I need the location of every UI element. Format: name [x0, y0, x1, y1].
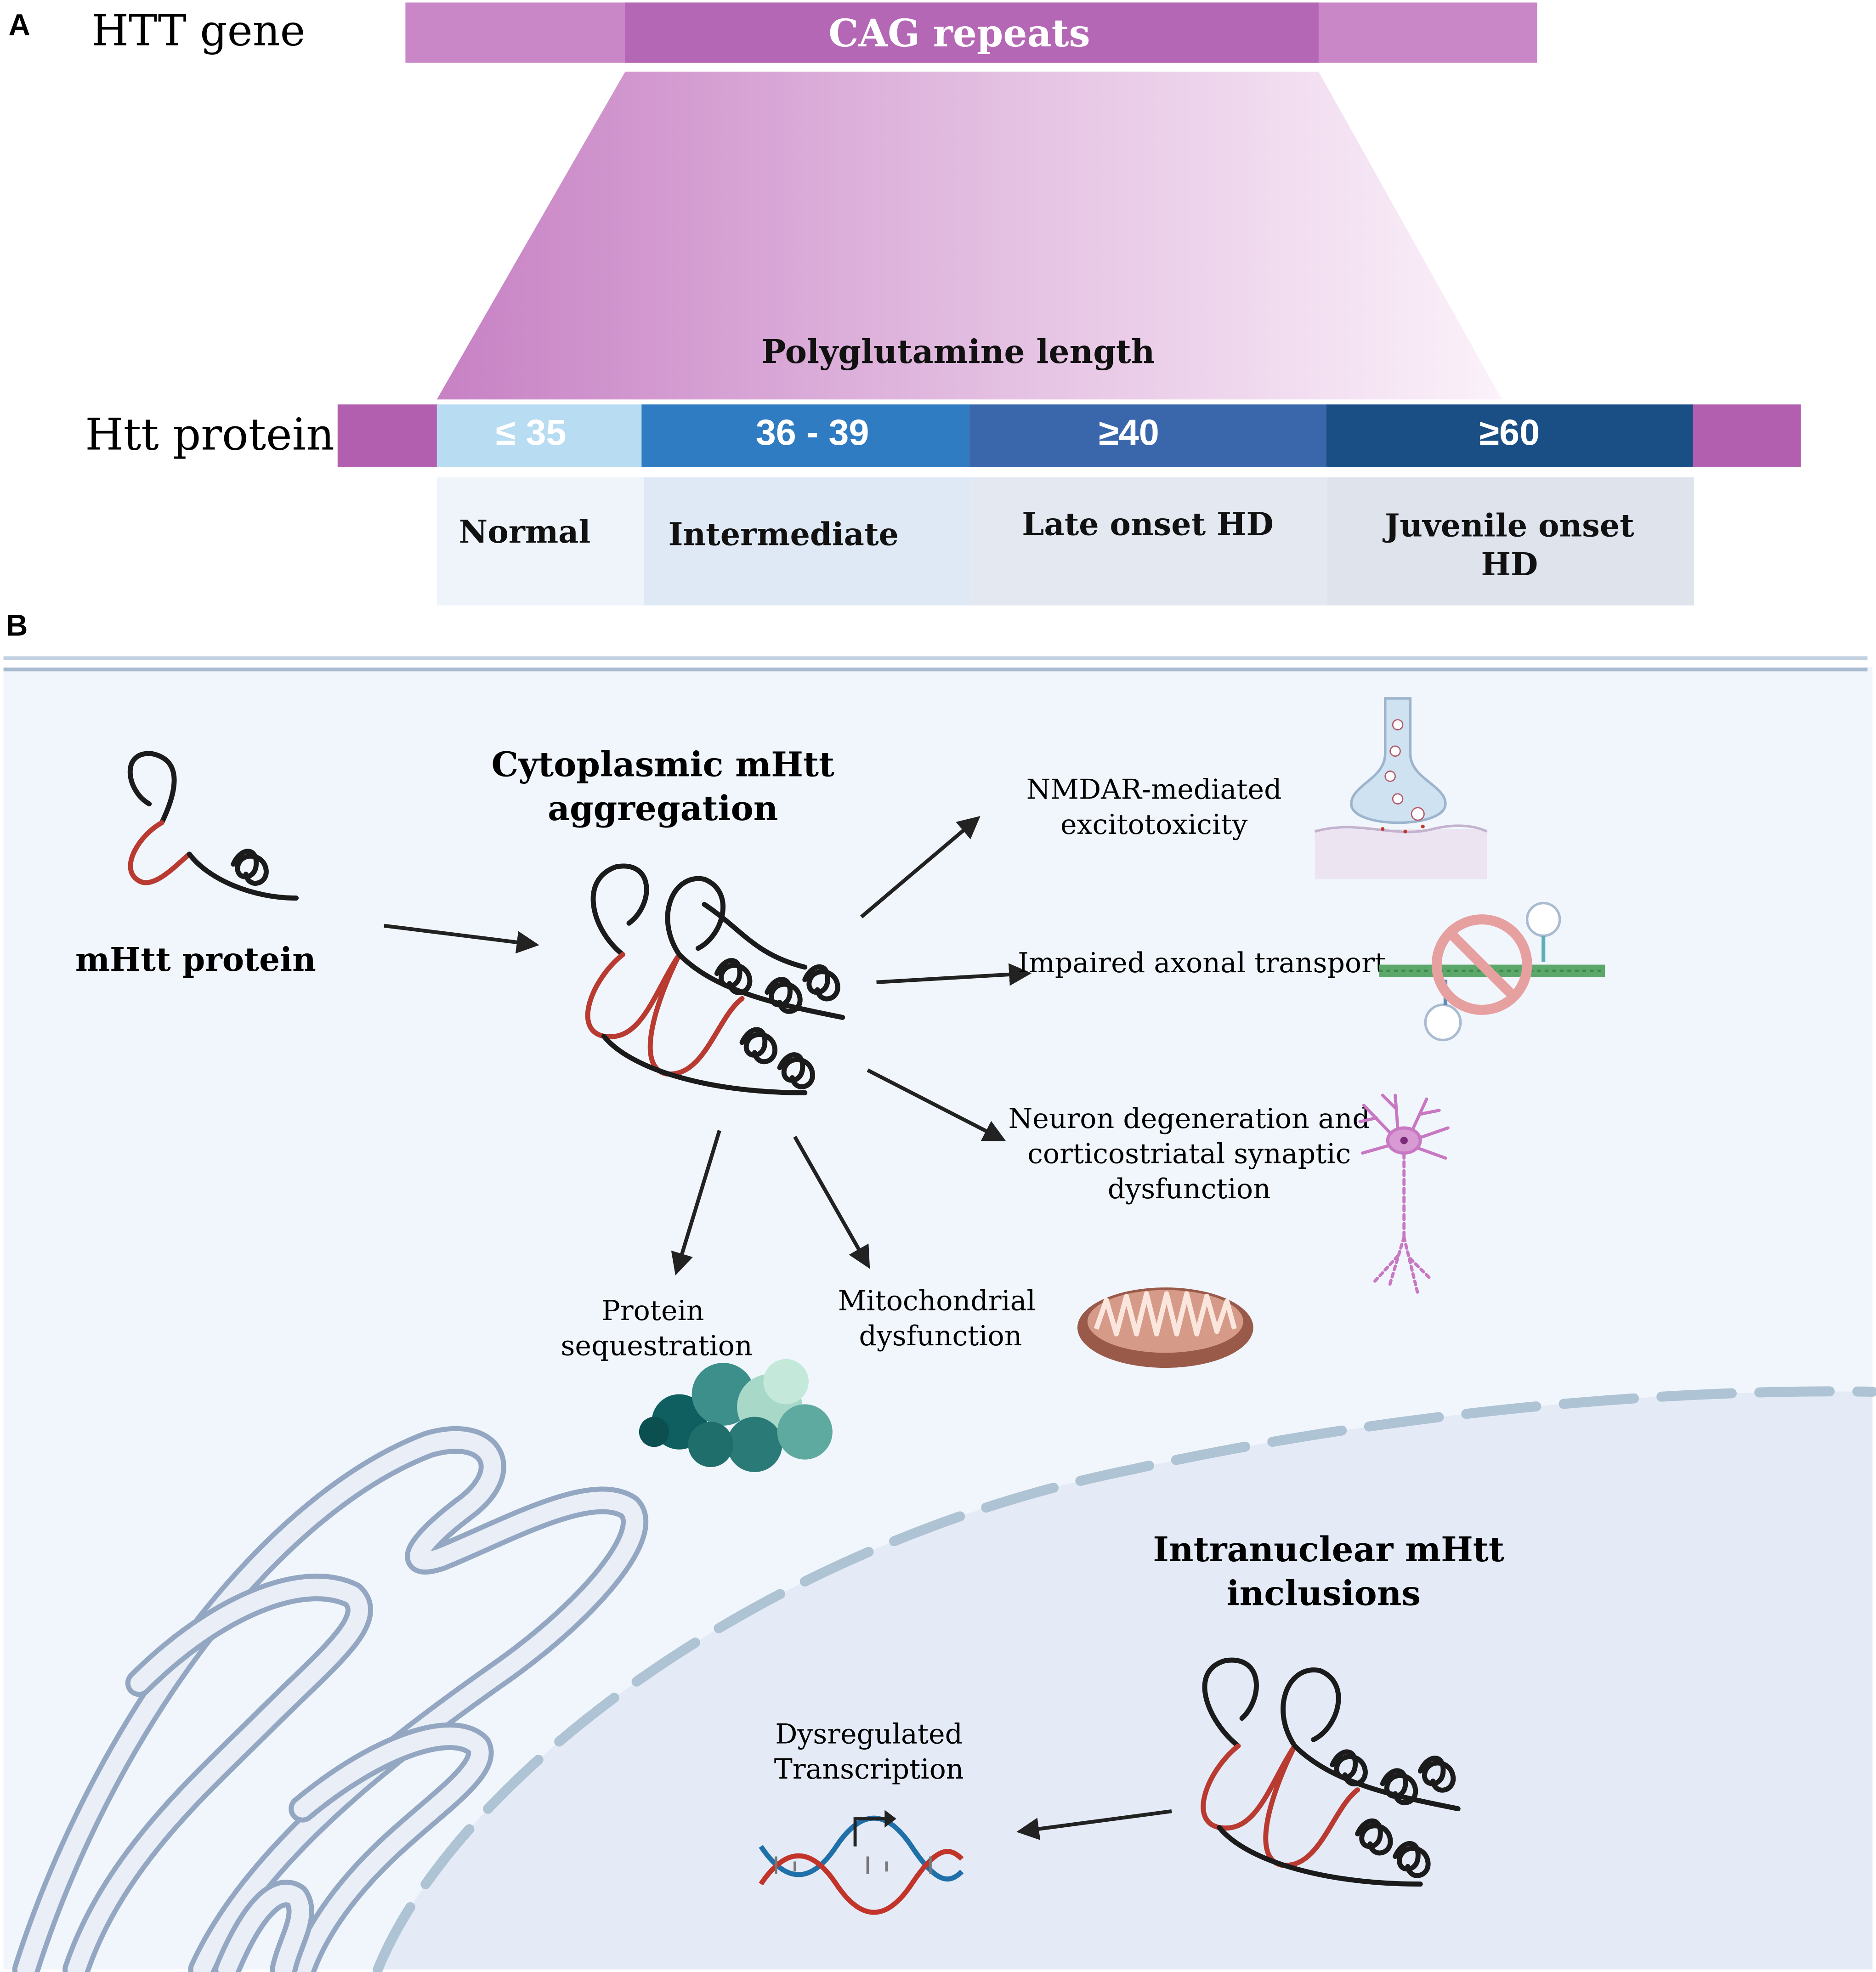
- segment-late-range: ≥40: [1099, 412, 1159, 453]
- arrow-to-mito: [793, 1136, 870, 1269]
- transcription-label-1: Dysregulated: [775, 1718, 963, 1750]
- nucleus: [378, 1391, 1873, 1970]
- protein-left-flank: [337, 404, 438, 467]
- segment-juvenile-range: ≥60: [1479, 412, 1540, 453]
- nmdar-label-2: excitotoxicity: [1060, 809, 1247, 841]
- panel-b-letter: B: [6, 608, 28, 642]
- arrow-to-protein-seq: [671, 1130, 721, 1275]
- htt-protein-label: Htt protein: [85, 409, 334, 460]
- segment-intermediate-range: 36 - 39: [756, 412, 869, 453]
- mito-label-2: dysfunction: [859, 1320, 1022, 1352]
- htt-gene-label: HTT gene: [91, 6, 306, 55]
- axonal-transport-icon: [1379, 901, 1605, 1042]
- nuclear-title-1: Intranuclear mHtt: [1153, 1530, 1504, 1570]
- protein-seq-label-1: Protein: [601, 1295, 704, 1327]
- segment-late-onset: ≥40 Late onset HD: [969, 404, 1327, 606]
- segment-late-category: Late onset HD: [1022, 506, 1274, 543]
- mhtt-protein-label: mHtt protein: [75, 940, 316, 979]
- neuron-icon: [1358, 1094, 1450, 1296]
- expansion-trapezoid: [436, 71, 1502, 400]
- protein-right-flank: [1691, 404, 1801, 467]
- intranuclear-inclusion-icon: [1201, 1657, 1461, 1887]
- segment-intermediate: 36 - 39 Intermediate: [641, 404, 971, 606]
- segment-juvenile-category-2: HD: [1481, 546, 1538, 583]
- segment-juvenile-category-1: Juvenile onset: [1383, 507, 1634, 544]
- arrow-to-axonal: [876, 963, 1032, 986]
- nmdar-label-1: NMDAR-mediated: [1026, 774, 1282, 806]
- axonal-label: Impaired axonal transport: [1018, 947, 1386, 979]
- panel-a-letter: A: [9, 8, 30, 42]
- neuron-label-3: dysfunction: [1108, 1173, 1271, 1205]
- cag-repeats-segment: [625, 2, 1319, 63]
- dna-icon: [759, 1810, 964, 1915]
- arrow-to-transcription: [1016, 1809, 1172, 1841]
- nuclear-title-2: inclusions: [1227, 1574, 1421, 1614]
- mito-label-1: Mitochondrial: [838, 1285, 1036, 1317]
- cyto-title-1: Cytoplasmic mHtt: [491, 745, 834, 784]
- arrow-to-aggregation: [384, 924, 539, 954]
- segment-normal-category: Normal: [459, 514, 591, 550]
- neuron-label-1: Neuron degeneration and: [1009, 1103, 1370, 1135]
- segment-juvenile-onset: ≥60 Juvenile onset HD: [1326, 404, 1695, 606]
- mhtt-protein-icon: [127, 751, 299, 901]
- polyglutamine-label: Polyglutamine length: [761, 332, 1155, 371]
- sequestered-protein-icon: [639, 1359, 833, 1472]
- protein-seq-label-2: sequestration: [561, 1330, 753, 1362]
- mitochondrion-icon: [1077, 1287, 1253, 1368]
- cyto-title-2: aggregation: [548, 789, 778, 828]
- synapse-icon: [1314, 697, 1488, 879]
- transcription-label-2: Transcription: [774, 1753, 964, 1785]
- segment-normal: ≤ 35 Normal: [436, 404, 644, 606]
- segment-intermediate-category: Intermediate: [668, 516, 899, 553]
- endoplasmic-reticulum: [12, 1426, 648, 1972]
- arrow-to-neuron: [867, 1068, 1006, 1142]
- cytoplasmic-aggregate-icon: [585, 863, 845, 1095]
- nuclear-envelope: [373, 1386, 1876, 1972]
- segment-normal-range: ≤ 35: [496, 412, 567, 453]
- neuron-label-2: corticostriatal synaptic: [1027, 1138, 1351, 1170]
- cag-repeats-label: CAG repeats: [828, 11, 1090, 56]
- arrow-to-nmdar: [860, 816, 981, 918]
